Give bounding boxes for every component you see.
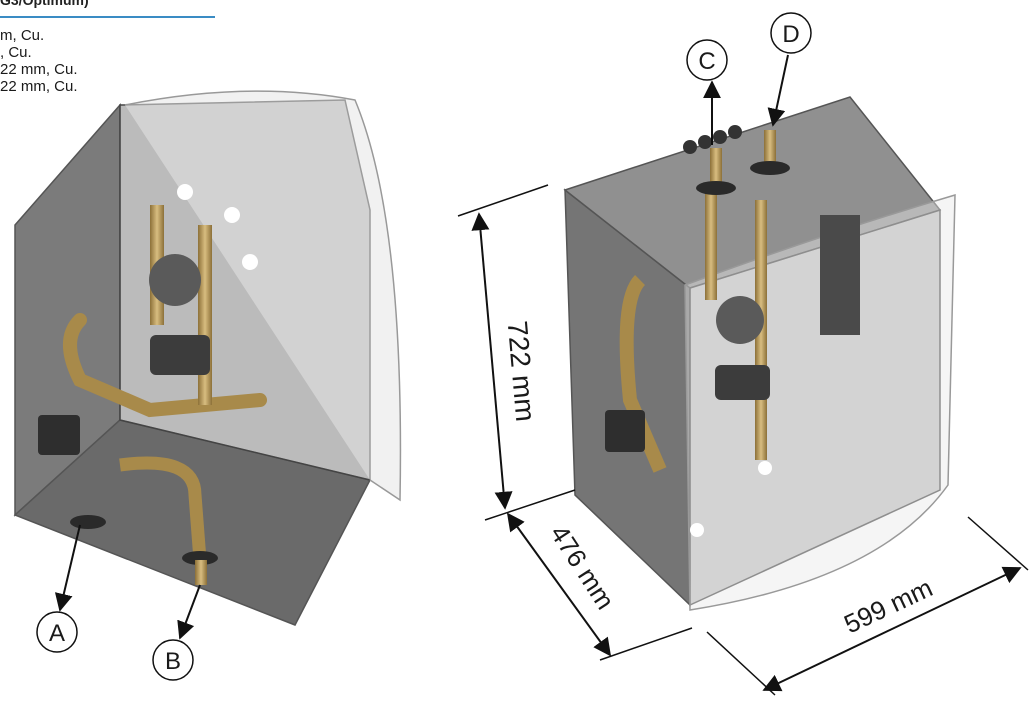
legend-line-1: m, Cu. [0,27,45,44]
callout-d-circle [770,12,812,54]
left-unit-valve [150,335,210,375]
callout-c-label: C [698,48,715,75]
callout-d-label: D [782,21,799,48]
right-unit-actuator [605,410,645,452]
callout-a-label: A [49,620,65,647]
legend-line-2: , Cu. [0,44,32,61]
left-unit-pipe-b [119,456,207,561]
callout-b-label: B [165,648,181,675]
dimension-height-extension-bottom [484,489,576,521]
header-title: G3/Optimum) [0,0,89,8]
dimension-height-arrow [471,212,513,510]
right-unit-pipe-loop [619,275,667,473]
left-unit-pipe-vertical-2 [198,225,212,405]
right-unit-pipe-c [710,148,722,188]
dimension-height: 722 mm [457,184,576,521]
callout-b-circle [152,639,194,681]
dimension-depth-arrow [506,512,612,657]
legend-line-3: 22 mm, Cu. [0,61,78,78]
left-unit [13,90,402,626]
left-unit-port-1 [177,184,193,200]
right-unit-cable-glands [683,125,742,154]
dimension-width-extension-right [967,516,1029,571]
callout-b: B [152,584,201,681]
left-unit-port-3 [242,254,258,270]
left-unit-pipe-b-end [195,560,207,585]
callout-a-arrow [54,524,81,612]
header-bar: G3/Optimum) [0,0,215,18]
callout-c: C [686,39,728,145]
right-unit-pipe-inner-1 [705,190,717,300]
right-unit-flange-d [750,161,790,175]
callout-a-circle [36,611,78,653]
right-unit-control-box [820,215,860,335]
dimension-width-label: 599 mm [839,572,937,639]
dimension-depth-extension [599,627,693,661]
callout-c-circle [686,39,728,81]
left-unit-flange-b [182,551,218,565]
right-unit-pump [716,296,764,344]
left-unit-cover [124,90,402,502]
dimension-width-extension-left [706,631,776,696]
callout-a: A [36,524,81,653]
left-unit-actuator [38,415,80,455]
left-unit-pipe-loop [63,313,267,418]
dimension-depth-label: 476 mm [544,520,620,615]
dimension-height-extension-top [457,184,549,217]
dimension-width-arrow [762,566,1022,692]
callout-d: D [767,12,812,127]
right-unit [563,96,956,611]
right-unit-port [758,461,772,475]
left-unit-port-2 [224,207,240,223]
right-unit-pipe-d [764,130,776,170]
callout-d-arrow [767,54,789,127]
legend-line-4: 22 mm, Cu. [0,78,78,95]
right-unit-port-2 [690,523,704,537]
left-unit-flange-a [70,515,106,529]
connection-legend: m, Cu. , Cu. 22 mm, Cu. 22 mm, Cu. [0,27,78,95]
callout-b-arrow [177,584,201,640]
left-unit-pump [149,254,201,306]
right-unit-valve [715,365,770,400]
dimension-height-label: 722 mm [502,319,542,422]
right-unit-flange-c [696,181,736,195]
